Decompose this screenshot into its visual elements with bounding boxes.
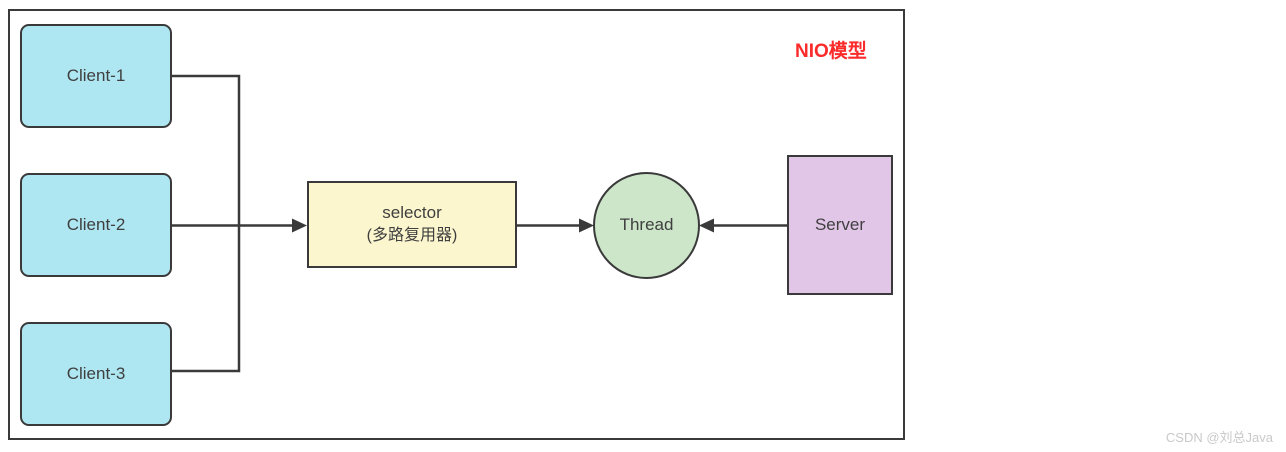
client-3-label: Client-3 — [66, 363, 126, 383]
thread-label: Thread — [619, 215, 674, 235]
selector-sublabel: (多路复用器) — [366, 227, 458, 245]
server-box: Server — [787, 155, 893, 295]
client-3-box: Client-3 — [20, 322, 172, 426]
diagram-title: NIO模型 — [795, 41, 867, 62]
client-2-box: Client-2 — [20, 173, 172, 277]
thread-circle: Thread — [593, 172, 700, 279]
selector-box: selector (多路复用器) — [307, 181, 517, 268]
csdn-watermark: CSDN @刘总Java — [1165, 430, 1273, 445]
client-1-label: Client-1 — [66, 65, 126, 85]
selector-label: selector — [382, 203, 442, 223]
client-1-box: Client-1 — [20, 24, 172, 128]
client-2-label: Client-2 — [66, 214, 126, 234]
server-label: Server — [814, 214, 866, 234]
